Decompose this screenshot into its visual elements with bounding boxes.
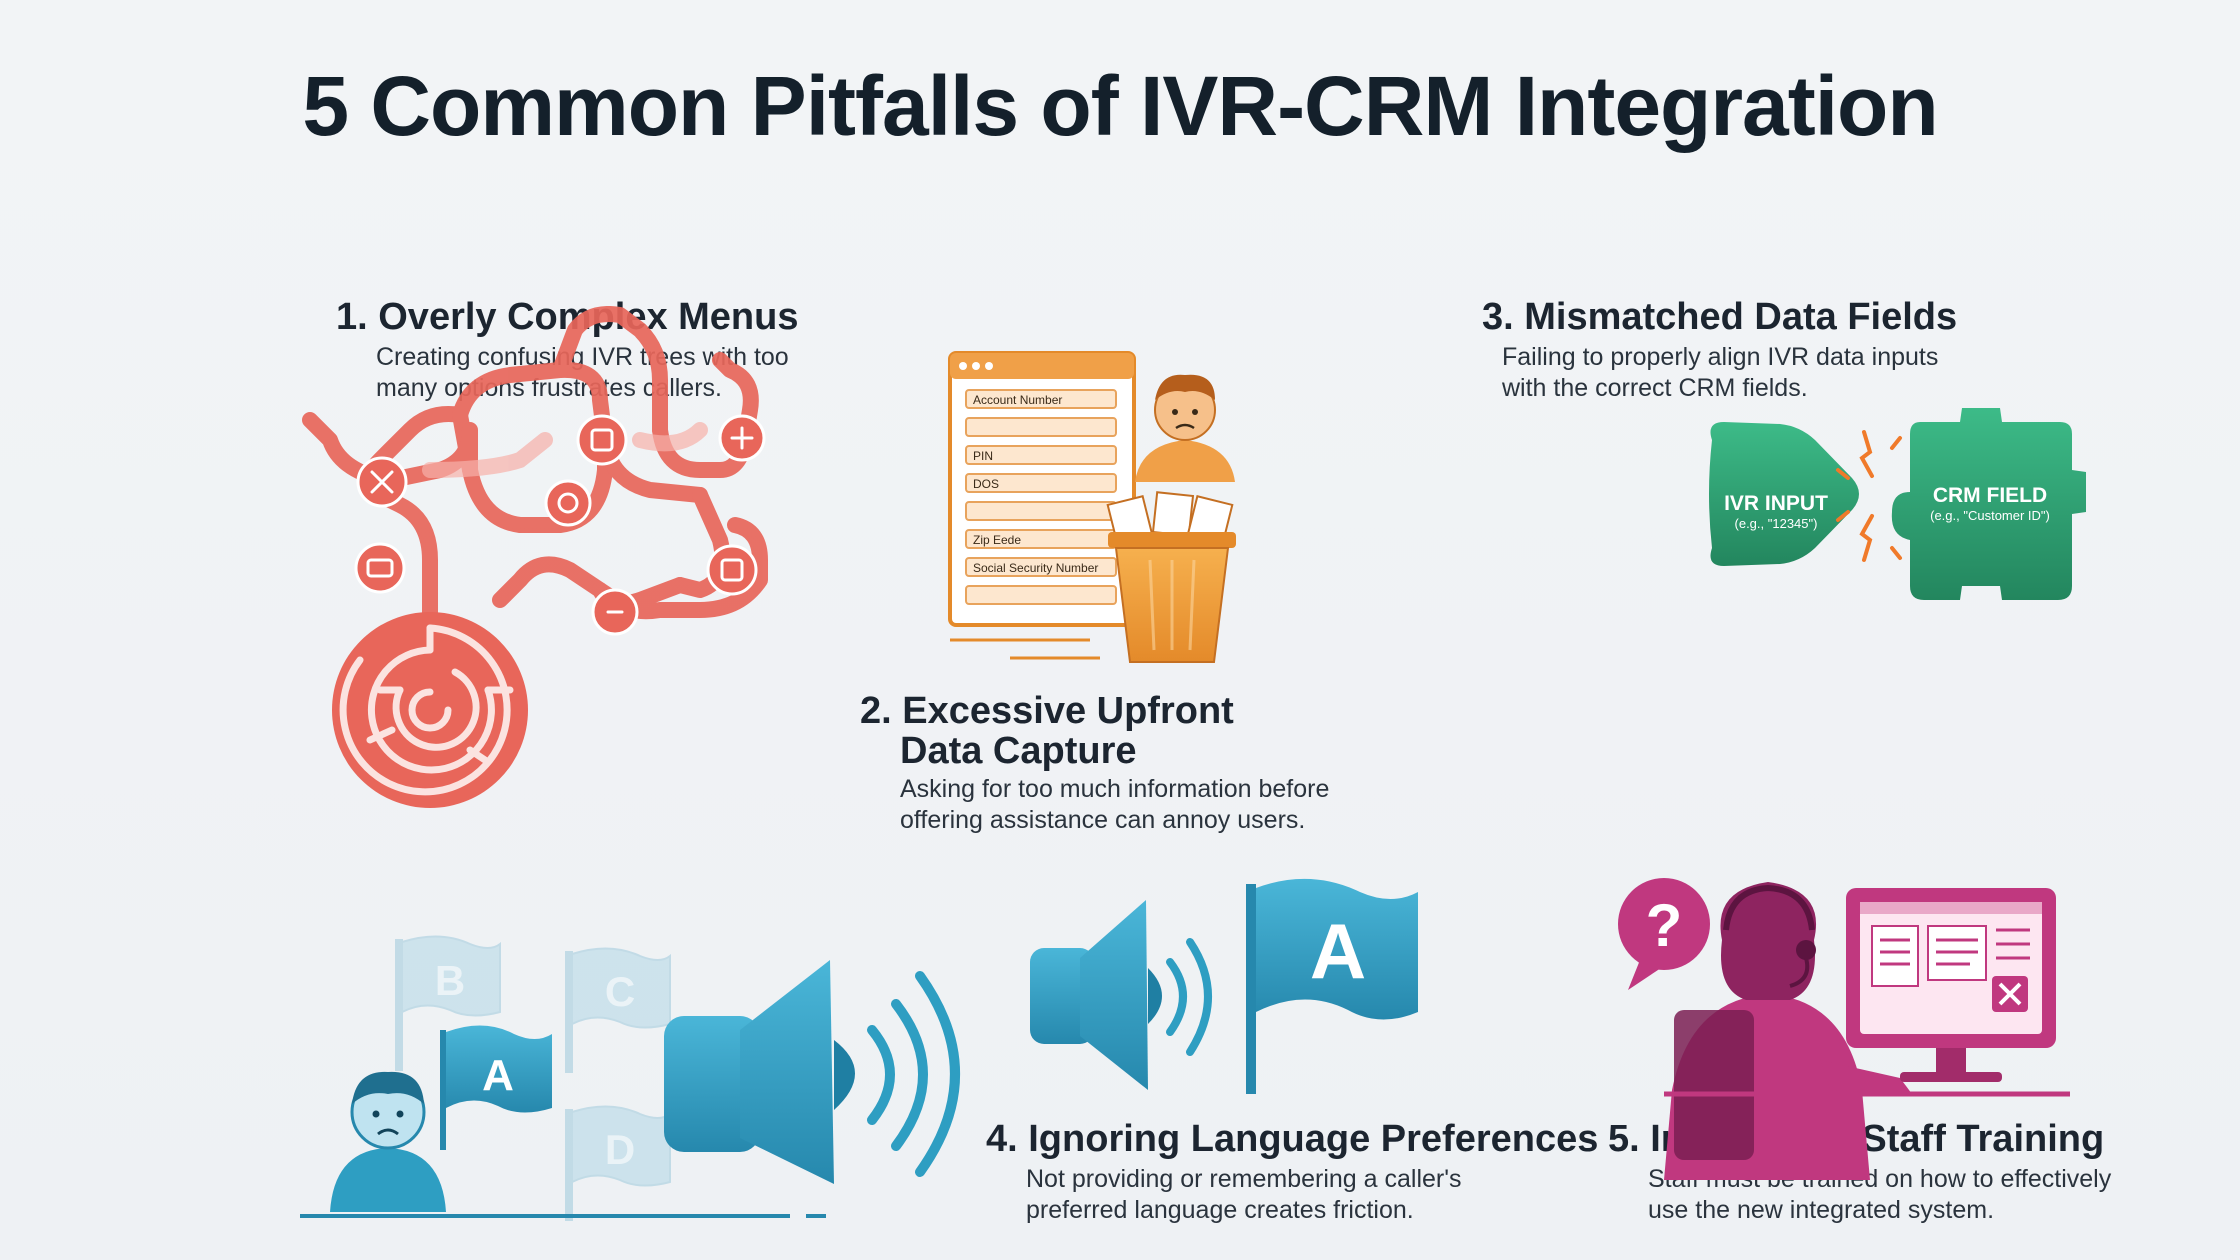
form-field-pin: PIN bbox=[973, 449, 993, 463]
ivr-input-example: (e.g., "12345") bbox=[1735, 516, 1818, 531]
ivr-input-label: IVR INPUT bbox=[1724, 492, 1828, 515]
flag-a-small-letter: A bbox=[482, 1051, 514, 1100]
flag-b-letter: B bbox=[435, 957, 465, 1004]
flag-a-small-icon bbox=[446, 1025, 552, 1113]
crm-field-example: (e.g., "Customer ID") bbox=[1930, 508, 2050, 523]
frustrated-person-icon bbox=[1135, 374, 1235, 482]
flag-c-icon bbox=[571, 947, 671, 1029]
flag-c-letter: C bbox=[605, 968, 635, 1015]
flag-b-icon bbox=[401, 935, 501, 1017]
question-bubble-icon: ? bbox=[1618, 878, 1710, 990]
form-field-zip: Zip Eede bbox=[973, 533, 1021, 547]
staff-training-illustration: ? bbox=[1618, 878, 2070, 1180]
form-field-ssn: Social Security Number bbox=[973, 561, 1098, 575]
flag-a-large-letter: A bbox=[1310, 907, 1366, 995]
ivr-input-shape bbox=[1709, 422, 1859, 566]
pitfall-4-description: Not providing or remembering a caller's … bbox=[1026, 1165, 1462, 1224]
form-field-account-number: Account Number bbox=[973, 393, 1062, 407]
mismatch-illustration: IVR INPUT (e.g., "12345") CRM FIELD (e.g… bbox=[1709, 408, 2086, 600]
speaker-large-icon bbox=[664, 960, 960, 1184]
page-title: 5 Common Pitfalls of IVR-CRM Integration bbox=[302, 59, 1938, 153]
question-mark: ? bbox=[1646, 892, 1683, 959]
flag-d-icon bbox=[571, 1105, 671, 1187]
pitfall-2-heading-line1: 2. Excessive Upfront bbox=[860, 690, 1234, 732]
flag-d-letter: D bbox=[605, 1126, 635, 1173]
language-illustration: B C D A bbox=[300, 878, 1418, 1221]
spark-icon bbox=[1836, 430, 1902, 562]
data-capture-illustration: Account Number PIN DOS Zip Eede Social S… bbox=[948, 351, 1236, 663]
agent-with-headset-icon bbox=[1664, 882, 1912, 1180]
pitfall-3-heading: 3. Mismatched Data Fields bbox=[1482, 296, 1958, 338]
pitfall-2-heading-line2: Data Capture bbox=[900, 730, 1137, 772]
trash-bin-icon bbox=[1106, 491, 1236, 663]
monitor-icon bbox=[1846, 888, 2056, 1082]
pitfall-3-description: Failing to properly align IVR data input… bbox=[1502, 343, 1939, 402]
pitfall-2-description: Asking for too much information before o… bbox=[900, 775, 1330, 834]
flag-a-large-icon bbox=[1256, 878, 1418, 1020]
speaker-small-icon bbox=[1030, 900, 1212, 1090]
crm-field-shape bbox=[1891, 408, 2086, 600]
form-field-dos: DOS bbox=[973, 477, 999, 491]
crm-field-label: CRM FIELD bbox=[1933, 484, 2047, 507]
confused-caller-icon bbox=[330, 1071, 446, 1212]
maze-illustration bbox=[302, 306, 768, 808]
pitfall-4-heading: 4. Ignoring Language Preferences bbox=[986, 1118, 1599, 1160]
